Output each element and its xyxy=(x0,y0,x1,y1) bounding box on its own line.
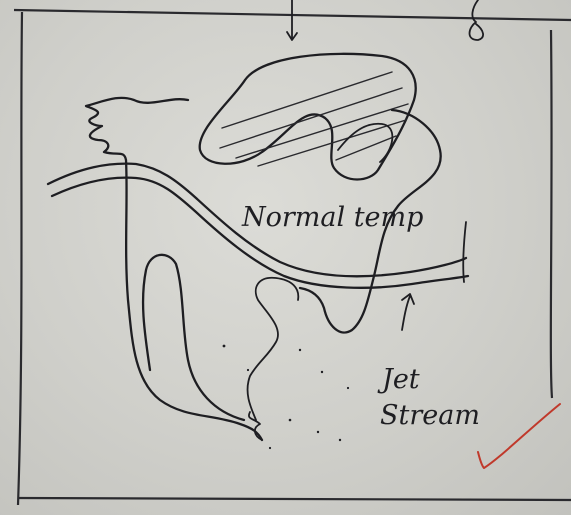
jet-stream-arrow xyxy=(402,294,414,330)
hatched-region xyxy=(200,54,416,180)
box-frame xyxy=(14,10,571,505)
normal-temp-label: Normal temp xyxy=(241,202,423,233)
jet-label: Jet xyxy=(377,364,420,395)
top-edge-marks xyxy=(287,0,483,40)
check-mark-icon xyxy=(478,404,560,468)
stream-label: Stream xyxy=(380,400,480,431)
dotted-marks xyxy=(223,345,350,450)
